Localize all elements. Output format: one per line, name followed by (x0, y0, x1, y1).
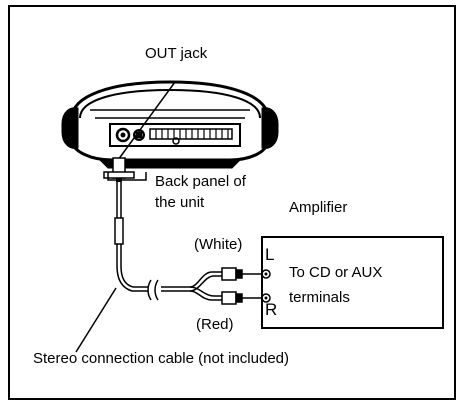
rca-plug-white (221, 267, 262, 281)
mini-plug (103, 157, 135, 182)
cd-player-illustration (61, 80, 279, 169)
terminals-label: terminals (289, 289, 350, 306)
out-jack-label: OUT jack (145, 45, 208, 62)
back-panel-bracket (107, 172, 147, 181)
cable-caption: Stereo connection cable (not included) (33, 350, 289, 367)
channel-left-label: L (265, 245, 275, 264)
back-panel-label-line1: Back panel of (155, 173, 246, 190)
out-jack-pointer (117, 81, 176, 161)
amplifier-label: Amplifier (289, 199, 348, 216)
frame-border (8, 5, 456, 400)
cable-caption-pointer (75, 287, 117, 353)
white-plug-label: (White) (194, 236, 243, 253)
rca-plug-red (221, 291, 262, 305)
stereo-cable (114, 182, 222, 301)
red-plug-label: (Red) (196, 316, 234, 333)
back-panel-label-line2: the unit (155, 194, 205, 211)
channel-right-label: R (265, 300, 278, 319)
to-cd-aux-label: To CD or AUX (289, 264, 383, 281)
amplifier-box (261, 236, 444, 329)
